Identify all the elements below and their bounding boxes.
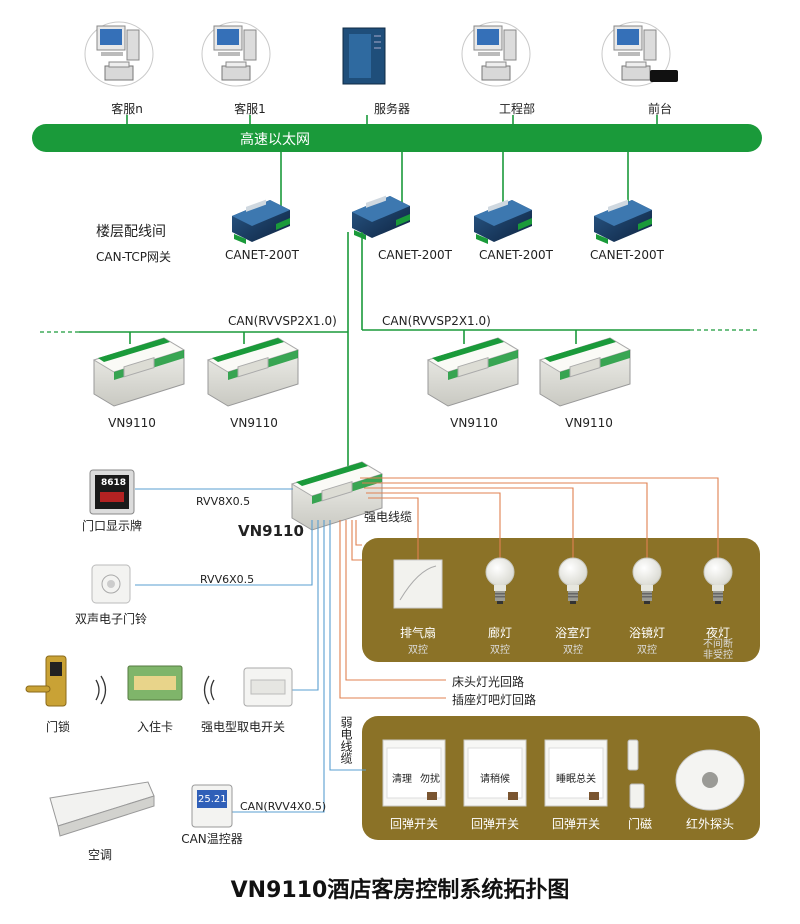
gateway-icon [352, 195, 410, 240]
ethernet-bar: 高速以太网 [32, 124, 762, 152]
server-icon [342, 27, 386, 85]
module-icon [427, 337, 519, 407]
power-switch-label: 强电型取电开关 [200, 720, 286, 734]
gateway-label: CANET-200T [479, 248, 553, 262]
bulb-icon [703, 557, 733, 605]
card-label: 入住卡 [136, 720, 174, 734]
gateway-links [280, 152, 629, 210]
load-sub: 双控 [563, 645, 583, 656]
can-bus-label: CAN(RVVSP2X1.0) [382, 314, 491, 328]
load-name: 浴室灯 [554, 626, 592, 640]
door-sensor-label: 门磁 [627, 817, 653, 831]
gateway-icon [594, 199, 652, 244]
load-name: 廊灯 [487, 626, 513, 640]
gateway-label: CANET-200T [378, 248, 452, 262]
thermostat-label: CAN温控器 [181, 832, 243, 846]
circuit-label: 插座灯吧灯回路 [452, 693, 537, 707]
weak-power-cable-label: 弱电线缆 [339, 716, 353, 764]
thermostat-cable-label: CAN(RVV4X0.5) [240, 800, 327, 813]
gateway-label: CANET-200T [590, 248, 664, 262]
display-screen-text: 8618 [101, 478, 127, 488]
load-name: 浴镜灯 [628, 626, 666, 640]
ir-sensor-label: 红外探头 [685, 817, 735, 831]
card-encoder-icon [650, 70, 678, 82]
strong-power-cable-label: 强电线缆 [364, 510, 413, 524]
door-sensor-icon [627, 739, 645, 809]
rfid-waves-icon [95, 675, 215, 705]
load-name: 夜灯 [705, 626, 731, 640]
bulb-icon [632, 557, 662, 605]
module-icon [93, 337, 185, 407]
ethernet-label: 高速以太网 [240, 132, 310, 148]
switch-label: 回弹开关 [470, 817, 520, 831]
load-sub: 双控 [637, 645, 657, 656]
doorbell-icon [91, 564, 131, 604]
thermostat-display: 25.21 [198, 794, 227, 805]
gateway-icon [474, 199, 532, 244]
switch-button-label: 勿扰 [420, 774, 440, 785]
switch-button-label: 请稍候 [480, 774, 510, 785]
gateway-type-label: CAN-TCP网关 [96, 250, 172, 264]
module-label: VN9110 [450, 416, 498, 430]
pc-icon [201, 21, 271, 87]
gateway-label: CANET-200T [225, 248, 299, 262]
main-controller-label: VN9110 [238, 522, 304, 540]
pc-icon [84, 21, 154, 87]
module-label: VN9110 [108, 416, 156, 430]
terminal-label: 前台 [647, 102, 673, 116]
signal-lines [135, 488, 366, 813]
doorbell-label: 双声电子门铃 [74, 612, 148, 626]
door-display-icon [89, 469, 135, 515]
floor-label: 楼层配线间 [96, 224, 166, 240]
can-bus [40, 232, 760, 470]
ac-icon [49, 781, 155, 837]
power-lines [339, 477, 719, 699]
switch-label: 回弹开关 [389, 817, 439, 831]
room-card-icon [127, 665, 183, 701]
display-cable-label: RVV8X0.5 [196, 495, 251, 508]
diagram-title: VN9110酒店客房控制系统拓扑图 [230, 878, 570, 903]
bulb-icon [485, 557, 515, 605]
module-label: VN9110 [565, 416, 613, 430]
terminal-label: 工程部 [498, 102, 536, 116]
gateway-icon [232, 199, 290, 244]
terminal-label: 服务器 [373, 102, 411, 116]
load-sub: 双控 [408, 645, 428, 656]
switch-label: 回弹开关 [551, 817, 601, 831]
terminal-label: 客服n [111, 102, 143, 116]
module-label: VN9110 [230, 416, 278, 430]
terminal-label: 客服1 [234, 102, 266, 116]
can-bus-label: CAN(RVVSP2X1.0) [228, 314, 337, 328]
load-name: 排气扇 [399, 626, 437, 640]
door-lock-icon [25, 655, 67, 707]
display-label: 门口显示牌 [81, 519, 143, 533]
circuit-label: 床头灯光回路 [452, 675, 525, 689]
load-sub: 不间断 非受控 [703, 639, 733, 661]
bulb-icon [558, 557, 588, 605]
switch-button-label: 清理 [392, 774, 412, 785]
module-icon [539, 337, 631, 407]
pc-icon [461, 21, 531, 87]
doorbell-cable-label: RVV6X0.5 [200, 573, 255, 586]
switch-button-label: 睡眠总关 [556, 774, 596, 785]
module-icon [207, 337, 299, 407]
power-switch-icon [243, 667, 293, 707]
exhaust-fan-icon [393, 559, 443, 609]
thermostat-icon [191, 784, 233, 828]
ir-sensor-icon [675, 749, 745, 811]
load-sub: 双控 [490, 645, 510, 656]
lock-label: 门锁 [45, 720, 71, 734]
ac-label: 空调 [87, 848, 113, 862]
